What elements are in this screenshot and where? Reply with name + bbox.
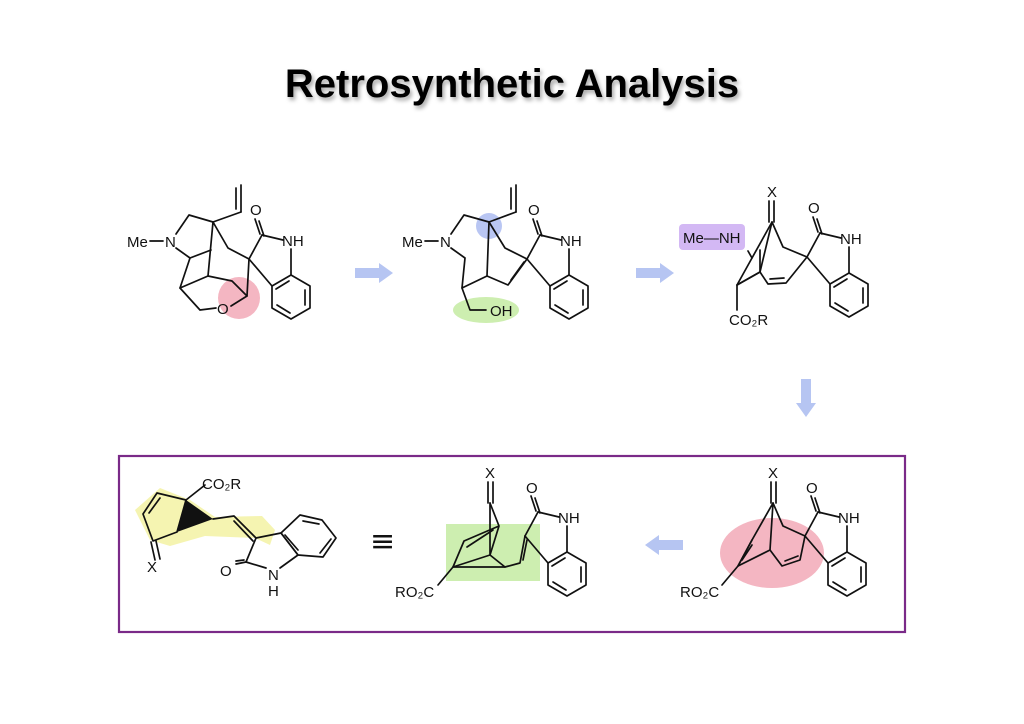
retro-arrow-3	[796, 379, 816, 417]
carbonyl-oxygen-label: O	[526, 480, 538, 497]
x-label: X	[767, 184, 777, 201]
molecule-6-bicyclic-alkylidene: CO₂R X O N H	[135, 476, 337, 600]
ether-highlight	[218, 277, 260, 319]
retro-arrow-1	[355, 263, 393, 283]
intermediate-frame	[117, 454, 907, 634]
nh-label: NH	[838, 510, 860, 527]
ester-label: RO₂C	[395, 584, 434, 601]
amine-highlight	[679, 224, 745, 250]
retro-arrow-4	[645, 535, 683, 555]
carbonyl-oxygen-label: O	[528, 202, 540, 219]
x-label: X	[147, 559, 157, 576]
nitrogen-label: N	[440, 234, 451, 251]
carbonyl-oxygen-label: O	[808, 200, 820, 217]
ester-label: CO₂R	[729, 312, 768, 329]
nitrogen-label: N	[165, 234, 176, 251]
slide-title: Retrosynthetic Analysis	[284, 62, 740, 106]
molecule-2-alcohol: Me N OH O NH	[402, 184, 589, 323]
carbonyl-oxygen-label: O	[806, 480, 818, 497]
nitrogen-label: N	[268, 567, 279, 584]
nh-label: NH	[558, 510, 580, 527]
methyl-label: Me	[127, 234, 148, 251]
molecule-5-cyclopropane: X RO₂C O NH	[395, 465, 587, 601]
ester-label: CO₂R	[202, 476, 241, 493]
carbonyl-oxygen-label: O	[220, 563, 232, 580]
methylamine-label: Me—NH	[683, 230, 741, 247]
hydroxyl-label: OH	[490, 303, 513, 320]
retro-arrow-2	[636, 263, 674, 283]
nh-label: NH	[840, 231, 862, 248]
methyl-label: Me	[402, 234, 423, 251]
ester-label: RO₂C	[680, 584, 719, 601]
molecule-4-diene: X RO₂C O NH	[680, 465, 867, 601]
carbonyl-oxygen-label: O	[250, 202, 262, 219]
molecule-3-amine: Me—NH X CO₂R O NH	[679, 184, 869, 329]
equivalence-sign: ≡	[370, 524, 395, 559]
ether-oxygen-label: O	[217, 301, 229, 318]
molecule-1-target: Me N O O NH	[127, 184, 311, 320]
x-label: X	[485, 465, 495, 482]
nh-label: NH	[560, 233, 582, 250]
cyclopropane-highlight	[446, 524, 540, 581]
hydrogen-label: H	[268, 583, 279, 600]
x-label: X	[768, 465, 778, 482]
nh-label: NH	[282, 233, 304, 250]
